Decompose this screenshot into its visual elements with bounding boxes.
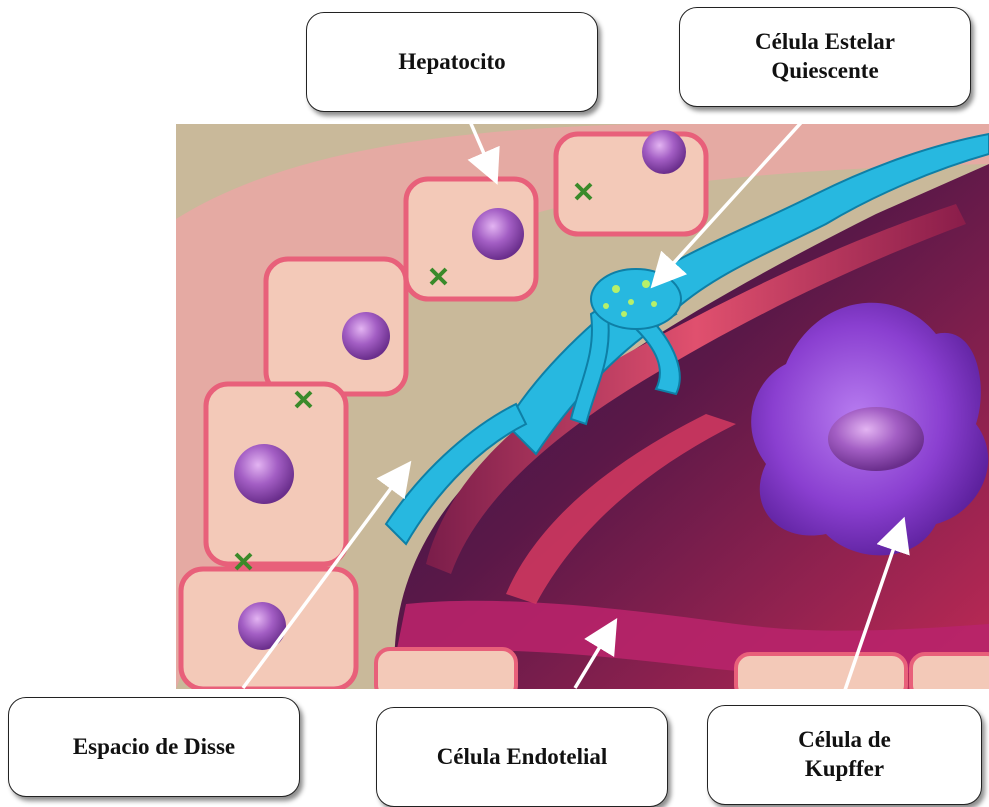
label-kupffer-line2: Kupffer bbox=[798, 755, 891, 784]
label-hepatocito-text: Hepatocito bbox=[398, 48, 505, 77]
label-disse-text: Espacio de Disse bbox=[73, 733, 235, 762]
label-kupffer-line1: Célula de bbox=[798, 726, 891, 755]
label-espacio-de-disse: Espacio de Disse bbox=[8, 697, 300, 797]
kupffer-nucleus bbox=[828, 407, 924, 471]
label-endotelial-text: Célula Endotelial bbox=[437, 743, 608, 772]
label-estelar-line1: Célula Estelar bbox=[755, 28, 895, 57]
label-celula-de-kupffer: Célula de Kupffer bbox=[707, 705, 982, 805]
label-celula-estelar-quiescente: Célula Estelar Quiescente bbox=[679, 7, 971, 107]
label-hepatocito: Hepatocito bbox=[306, 12, 598, 112]
liver-sinusoid-illustration bbox=[176, 124, 989, 689]
label-celula-endotelial: Célula Endotelial bbox=[376, 707, 668, 807]
label-estelar-line2: Quiescente bbox=[755, 57, 895, 86]
